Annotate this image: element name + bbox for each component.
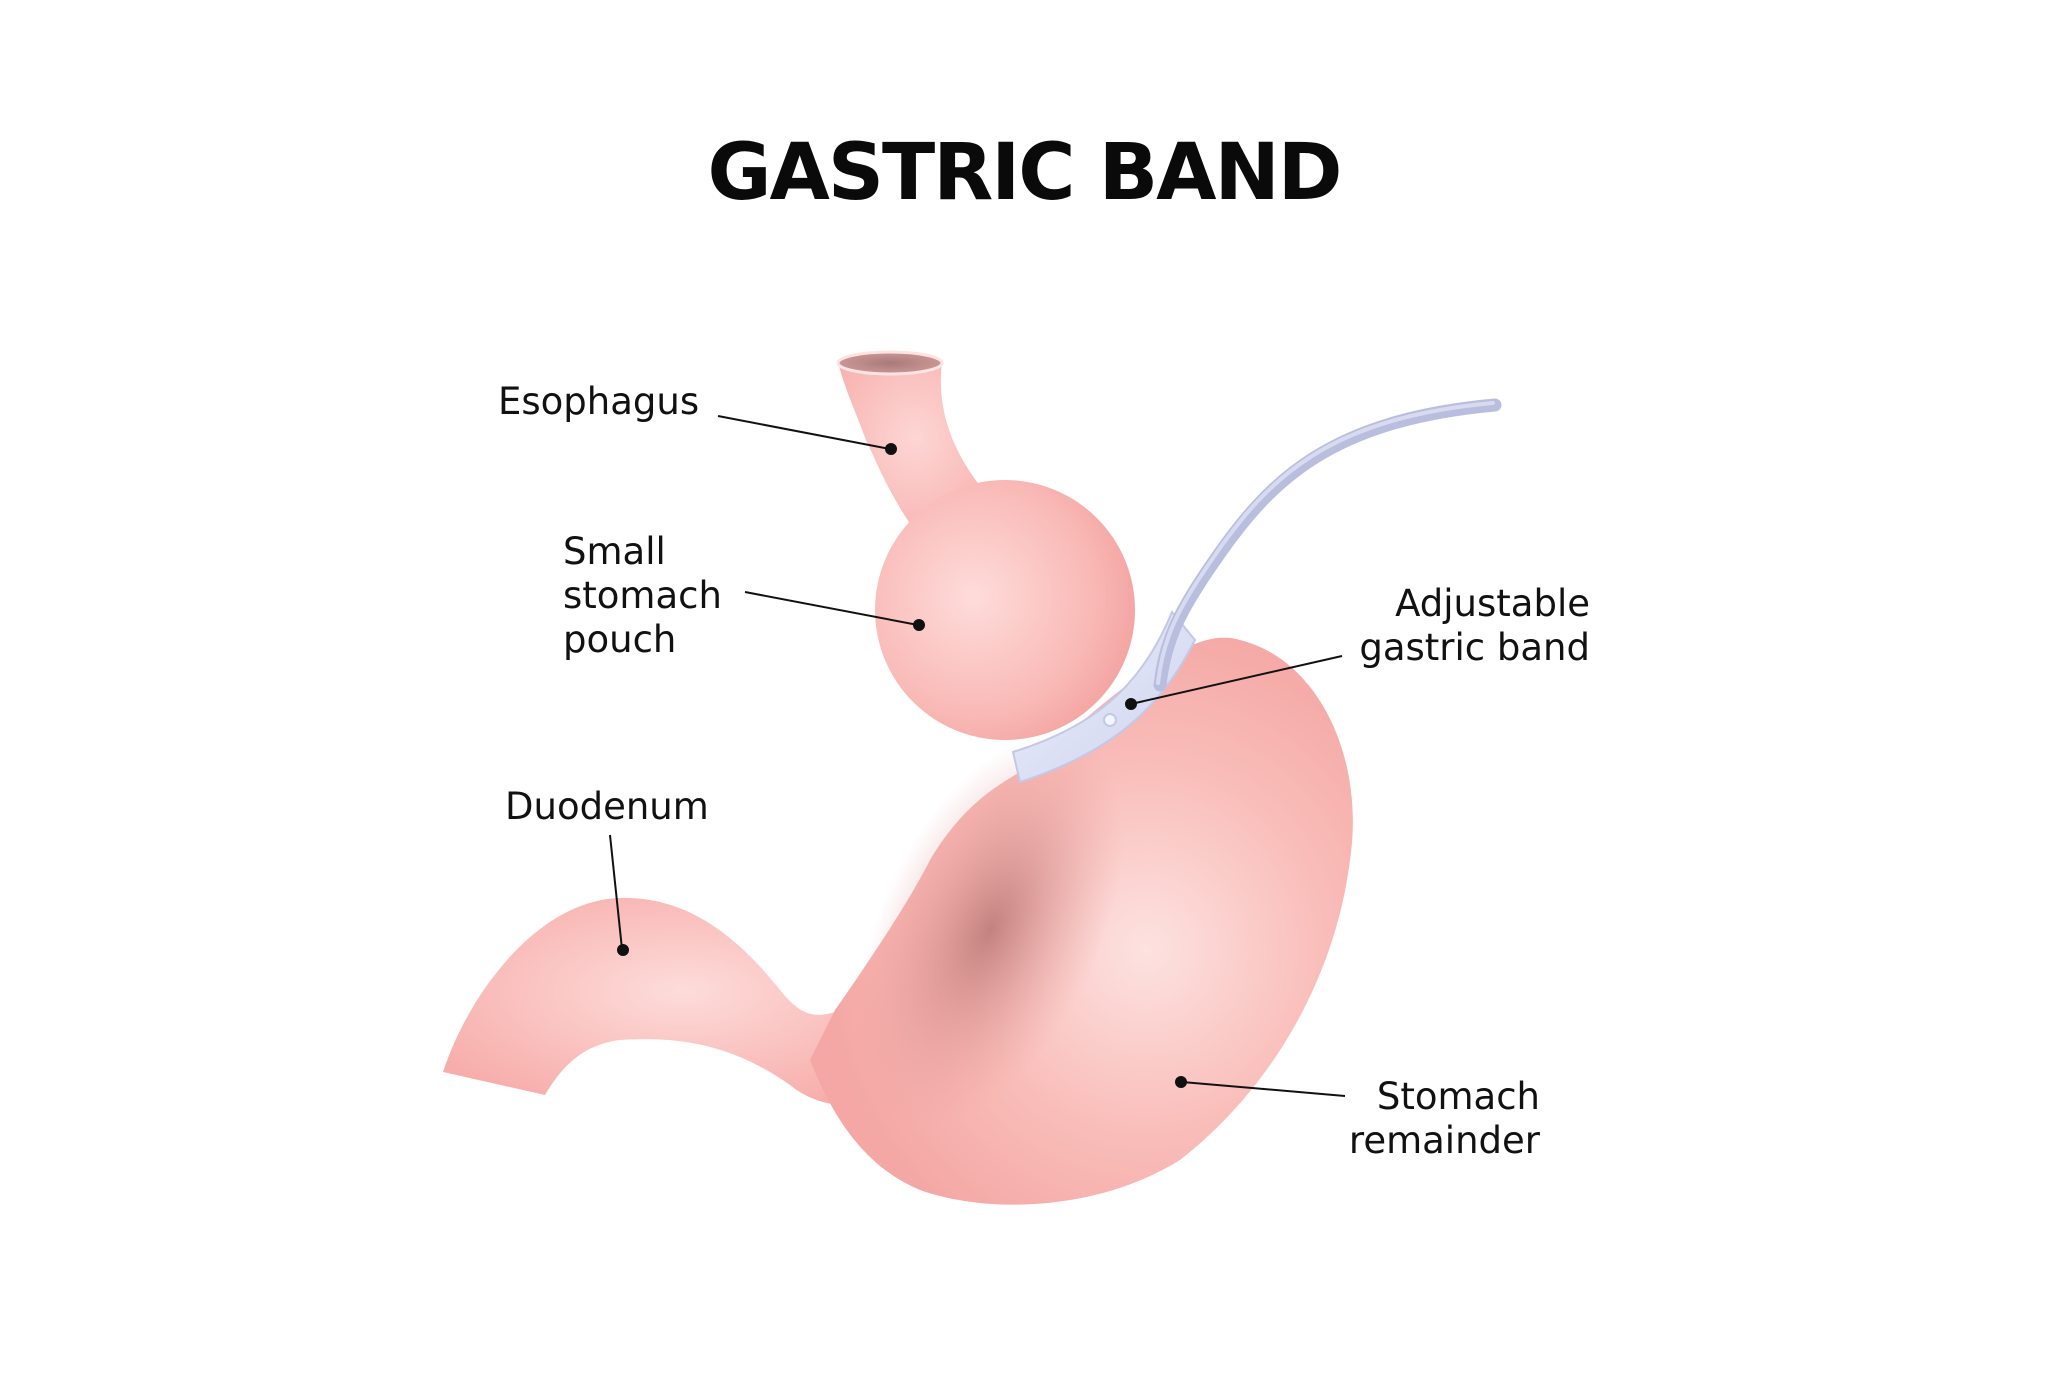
label-adjustable-gastric-band: Adjustable gastric band	[1359, 582, 1590, 669]
leader-lines	[609, 415, 1346, 1097]
small-stomach-pouch-shape	[875, 480, 1135, 740]
gastric-band-ring	[1011, 610, 1197, 784]
stomach-shadow	[856, 734, 1124, 1126]
label-small-stomach-pouch: Small stomach pouch	[563, 530, 722, 661]
label-duodenum: Duodenum	[505, 785, 709, 828]
label-stomach-remainder: Stomach remainder	[1348, 1075, 1540, 1162]
band-tube-highlight	[1156, 401, 1495, 685]
band-tube	[1153, 398, 1502, 692]
label-esophagus: Esophagus	[498, 380, 700, 423]
band-port-button	[1103, 713, 1117, 727]
esophagus-opening	[836, 350, 944, 376]
duodenum-shape	[443, 897, 920, 1106]
diagram-title: GASTRIC BAND	[707, 128, 1342, 218]
